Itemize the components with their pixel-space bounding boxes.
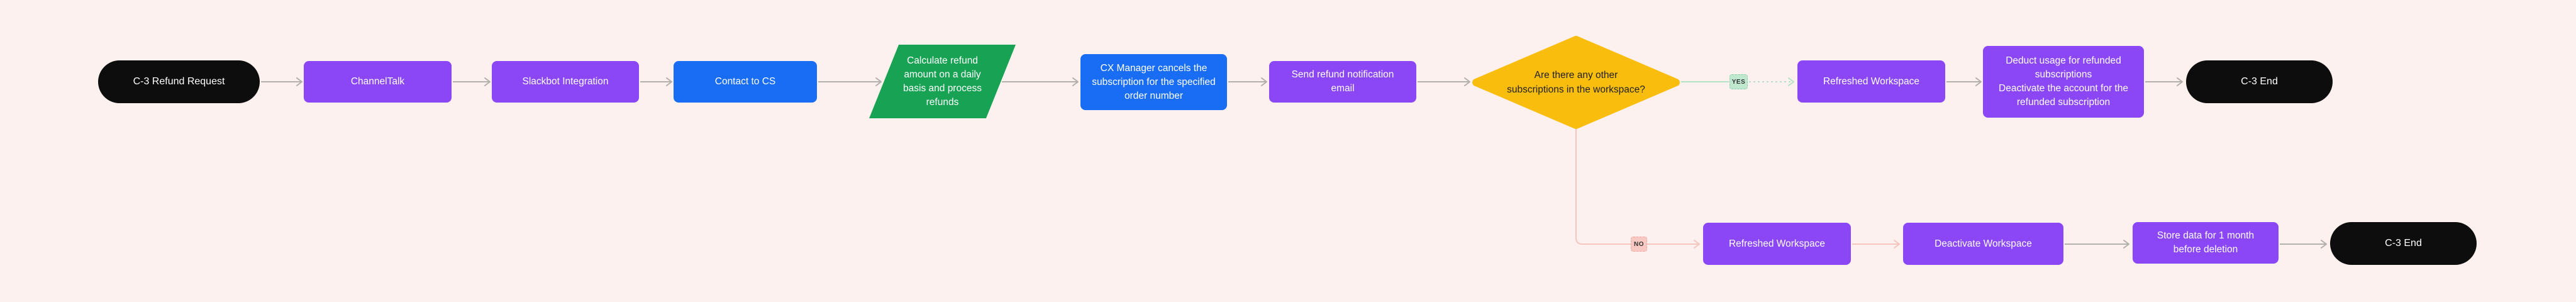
node-label: Slackbot Integration <box>522 76 609 87</box>
node-slackbot-integration[interactable]: Slackbot Integration <box>492 61 639 103</box>
node-deactivate-workspace[interactable]: Deactivate Workspace <box>1903 223 2063 265</box>
edge-label-yes[interactable]: YES <box>1729 74 1748 89</box>
node-decision-other-subscriptions[interactable]: Are there any other subscriptions in the… <box>1472 36 1680 129</box>
node-label: Send refund notification email <box>1291 69 1394 94</box>
node-label: Store data for 1 month before deletion <box>2157 230 2255 255</box>
node-label: CX Manager cancels the subscription for … <box>1092 62 1216 101</box>
node-label: Refreshed Workspace <box>1823 76 1920 87</box>
node-cx-manager-cancels[interactable]: CX Manager cancels the subscription for … <box>1080 54 1227 110</box>
node-refreshed-workspace-no[interactable]: Refreshed Workspace <box>1703 223 1851 265</box>
node-label: C-3 Refund Request <box>133 76 225 87</box>
node-label: ChannelTalk <box>350 76 405 87</box>
node-send-refund-email[interactable]: Send refund notification email <box>1269 61 1416 103</box>
node-contact-to-cs[interactable]: Contact to CS <box>674 61 817 103</box>
node-store-data[interactable]: Store data for 1 month before deletion <box>2133 222 2279 264</box>
node-end-yes[interactable]: C-3 End <box>2186 60 2333 103</box>
node-channeltalk[interactable]: ChannelTalk <box>304 61 452 103</box>
diamond-shape-icon <box>1472 36 1680 129</box>
edge-label-no[interactable]: NO <box>1631 237 1647 252</box>
node-label: Are there any other subscriptions in the… <box>1507 70 1645 95</box>
node-end-no[interactable]: C-3 End <box>2330 222 2477 265</box>
node-label: Deduct usage for refunded subscriptions … <box>1999 55 2128 108</box>
node-label: Calculate refund amount on a daily basis… <box>903 55 982 108</box>
node-label: C-3 End <box>2241 76 2278 87</box>
node-label: Deactivate Workspace <box>1935 238 2032 249</box>
node-refund-request[interactable]: C-3 Refund Request <box>98 60 260 103</box>
node-deduct-usage[interactable]: Deduct usage for refunded subscriptions … <box>1983 46 2144 118</box>
edge-label-text: NO <box>1634 240 1644 248</box>
edge-label-text: YES <box>1731 78 1746 86</box>
node-refreshed-workspace-yes[interactable]: Refreshed Workspace <box>1797 60 1945 103</box>
node-label: C-3 End <box>2385 238 2422 249</box>
node-label: Contact to CS <box>714 76 776 87</box>
node-label: Refreshed Workspace <box>1728 238 1826 249</box>
connector-decision-no-refreshed <box>1575 129 1700 249</box>
